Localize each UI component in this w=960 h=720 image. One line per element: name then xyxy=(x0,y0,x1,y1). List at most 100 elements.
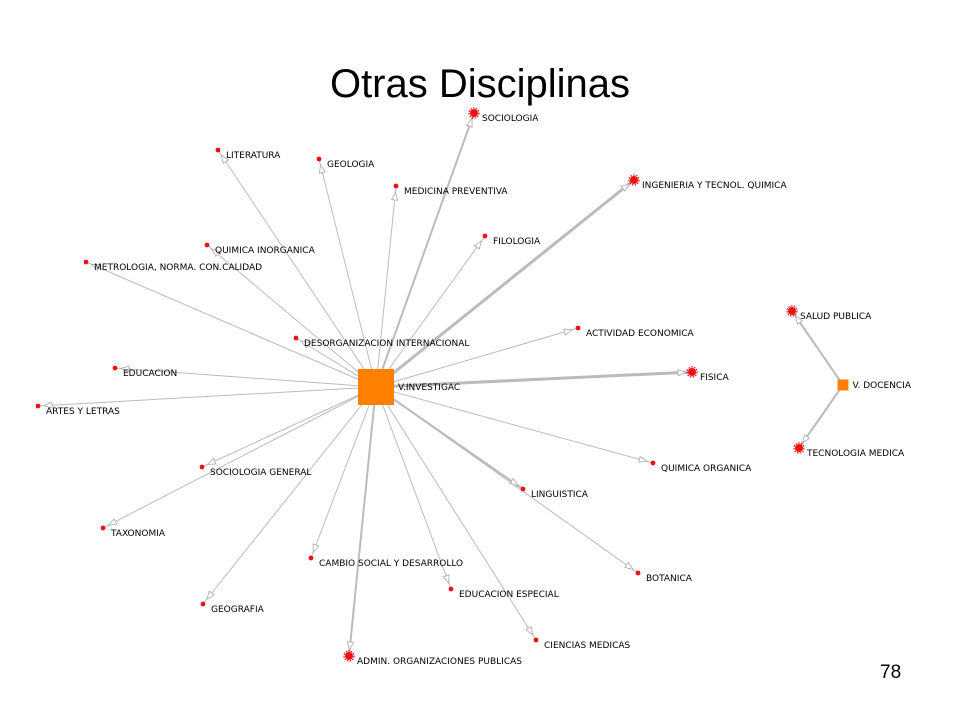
node-botanica[interactable] xyxy=(635,570,641,576)
edge-vinv-botanica xyxy=(375,386,639,574)
node-label-cambio: CAMBIO SOCIAL Y DESARROLLO xyxy=(319,559,463,569)
node-ring-fisica xyxy=(686,366,698,378)
node-quimorg[interactable] xyxy=(650,460,656,466)
edge-arrow-socgen xyxy=(206,457,217,465)
node-label-desorg: DESORGANIZACION INTERNACIONAL xyxy=(304,339,469,349)
node-educacion[interactable] xyxy=(112,365,118,371)
edge-vinv-socgen xyxy=(201,386,377,468)
node-label-artes: ARTES Y LETRAS xyxy=(46,407,120,417)
edge-arrow-admin xyxy=(346,641,354,652)
edge-vinv-fisica xyxy=(375,370,693,389)
edge-vinv-eduesp xyxy=(375,386,452,590)
node-eduesp[interactable] xyxy=(448,586,454,592)
edge-arrow-actecon xyxy=(563,328,574,336)
edge-arrow-sociologia xyxy=(465,117,473,128)
node-cienmed[interactable] xyxy=(533,637,539,643)
edge-vinv-admin xyxy=(348,386,377,657)
edge-vinv-ingquim xyxy=(375,178,635,389)
edge-arrow-medprev xyxy=(391,190,399,201)
node-taxonomia[interactable] xyxy=(100,525,106,531)
node-ring-salud xyxy=(786,305,798,317)
node-admin[interactable] xyxy=(345,652,353,660)
node-label-medprev: MEDICINA PREVENTIVA xyxy=(404,187,508,197)
node-label-tecmed: TECNOLOGIA MEDICA xyxy=(806,449,905,459)
node-label-admin: ADMIN. ORGANIZACIONES PUBLICAS xyxy=(357,657,522,667)
node-label-quiminorg: QUIMICA INORGANICA xyxy=(215,246,316,256)
node-label-filologia: FILOLOGIA xyxy=(493,237,541,247)
edge-arrow-geografia xyxy=(206,590,215,601)
edge-vinv-literatura xyxy=(217,149,377,388)
node-cambio[interactable] xyxy=(308,555,314,561)
node-label-cienmed: CIENCIAS MEDICAS xyxy=(544,641,631,651)
hub-node-vdoc[interactable] xyxy=(837,379,849,391)
hub-label-vinv: V.INVESTIGAC xyxy=(398,383,460,393)
node-geologia[interactable] xyxy=(316,156,322,162)
edge-arrow-tecmed xyxy=(801,434,811,445)
edge-vinv-cambio xyxy=(310,386,377,559)
edge-arrow-educacion xyxy=(119,365,130,373)
page-number: 78 xyxy=(880,662,902,683)
node-actecon[interactable] xyxy=(575,325,581,331)
edge-arrow-cambio xyxy=(312,543,320,554)
edges-layer xyxy=(37,112,844,657)
node-sociologia[interactable] xyxy=(470,109,478,117)
edge-arrow-geologia xyxy=(319,163,326,174)
edge-arrow-quiminorg xyxy=(210,248,221,258)
node-label-geologia: GEOLOGIA xyxy=(327,160,375,170)
node-label-linguistica: LINGUISTICA xyxy=(531,490,589,500)
hub-label-vdoc: V. DOCENCIA xyxy=(853,381,912,391)
edge-arrow-botanica xyxy=(624,561,635,571)
node-label-fisica: FISICA xyxy=(700,373,729,383)
node-salud[interactable] xyxy=(788,307,796,315)
edge-vinv-metrologia xyxy=(85,261,377,388)
edge-vinv-quiminorg xyxy=(206,244,377,388)
node-label-geografia: GEOGRAFIA xyxy=(211,605,265,615)
edge-arrow-ingquim xyxy=(620,183,631,192)
slide-title: Otras Disciplinas xyxy=(329,62,631,106)
node-label-botanica: BOTANICA xyxy=(646,574,693,584)
nodes-layer xyxy=(35,107,849,662)
edge-arrow-cienmed xyxy=(525,625,534,636)
edge-vinv-educacion xyxy=(114,367,377,388)
edge-vinv-artes xyxy=(37,386,377,407)
edge-vinv-sociologia xyxy=(375,112,475,388)
node-literatura[interactable] xyxy=(215,147,221,153)
node-ingquim[interactable] xyxy=(630,176,638,184)
node-artes[interactable] xyxy=(35,403,41,409)
edge-arrow-filologia xyxy=(473,239,483,250)
edge-vinv-cienmed xyxy=(375,386,537,641)
edge-arrow-eduesp xyxy=(442,574,450,585)
edge-vinv-medprev xyxy=(375,185,397,388)
node-filologia[interactable] xyxy=(482,233,488,239)
hub-node-vinv[interactable] xyxy=(358,369,394,405)
edge-arrow-fisica xyxy=(677,369,688,377)
edge-vinv-actecon xyxy=(375,327,579,388)
node-linguistica[interactable] xyxy=(520,486,526,492)
node-geografia[interactable] xyxy=(200,601,206,607)
node-tecmed[interactable] xyxy=(795,444,803,452)
node-ring-tecmed xyxy=(793,442,805,454)
node-fisica[interactable] xyxy=(688,368,696,376)
node-label-salud: SALUD PUBLICA xyxy=(800,312,872,322)
node-desorg[interactable] xyxy=(293,335,299,341)
node-label-metrologia: METROLOGIA, NORMA. CON.CALIDAD xyxy=(94,263,262,273)
node-label-socgen: SOCIOLOGIA GENERAL xyxy=(210,468,311,478)
edge-arrow-desorg xyxy=(300,340,311,349)
edge-arrow-metrologia xyxy=(90,263,101,271)
node-medprev[interactable] xyxy=(393,183,399,189)
node-label-taxonomia: TAXONOMIA xyxy=(110,529,166,539)
node-quiminorg[interactable] xyxy=(204,242,210,248)
node-label-literatura: LITERATURA xyxy=(226,151,281,161)
edge-arrow-salud xyxy=(794,315,804,325)
edge-arrow-artes xyxy=(42,401,53,409)
edge-arrow-quimorg xyxy=(638,455,649,463)
node-metrologia[interactable] xyxy=(83,259,89,265)
edge-arrow-literatura xyxy=(220,154,229,164)
edge-vinv-filologia xyxy=(375,235,486,388)
node-label-ingquim: INGENIERIA Y TECNOL. QUIMICA xyxy=(642,181,787,191)
edge-vinv-geologia xyxy=(318,158,377,388)
node-socgen[interactable] xyxy=(199,464,205,470)
node-label-eduesp: EDUCACION ESPECIAL xyxy=(459,590,559,600)
